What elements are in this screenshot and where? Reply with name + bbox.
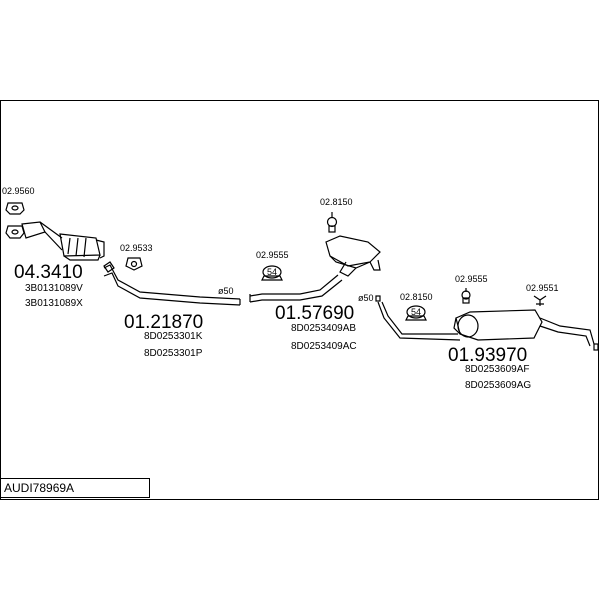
diameter-label: ø50 [218, 286, 234, 296]
pipe-clamp-icon: 54 [261, 265, 283, 281]
part-number-01-93970: 01.93970 [448, 345, 527, 366]
flange-icon [5, 225, 25, 239]
diagram-frame [0, 100, 599, 500]
ref-number: 8D0253609AF [465, 364, 530, 375]
fitting-label-02-9555: 02.9555 [455, 274, 488, 284]
fitting-label-02-9560: 02.9560 [2, 186, 35, 196]
clamp-size: 54 [267, 267, 277, 277]
pipe-clamp-icon: 54 [405, 305, 427, 321]
hanger-icon [461, 288, 471, 304]
ref-number: 3B0131089X [25, 298, 83, 309]
fitting-label-02-9555: 02.8150 [320, 197, 353, 207]
pipe-end [375, 295, 381, 302]
fitting-label-02-9533: 02.9533 [120, 243, 153, 253]
part-number-04-3410: 04.3410 [14, 262, 83, 283]
fitting-label-02-8150: 02.9555 [256, 250, 289, 260]
ref-number: 3B0131089V [25, 283, 83, 294]
gasket-icon [5, 202, 25, 215]
clamp-size: 54 [411, 307, 421, 317]
fitting-label-02-9551: 02.9551 [526, 283, 559, 293]
rear-silencer-drawing [377, 301, 599, 351]
diameter-label: ø50 [358, 293, 374, 303]
ref-number: 8D0253409AB [291, 323, 356, 334]
center-silencer-drawing [249, 235, 381, 303]
clamp-icon [125, 257, 143, 271]
diagram-code-box: AUDI78969A [0, 478, 150, 498]
ref-number: 8D0253409AC [291, 341, 357, 352]
ref-number: 8D0253301P [144, 348, 203, 359]
fitting-label-02-8150: 02.8150 [400, 292, 433, 302]
hanger-bracket-icon [533, 295, 547, 306]
hanger-icon [326, 212, 338, 233]
front-pipe-drawing [103, 261, 241, 306]
ref-number: 8D0253609AG [465, 380, 531, 391]
part-number-01-57690: 01.57690 [275, 303, 354, 324]
catalytic-converter-drawing [21, 221, 105, 261]
part-number-01-21870: 01.21870 [124, 312, 203, 333]
ref-number: 8D0253301K [144, 331, 203, 342]
